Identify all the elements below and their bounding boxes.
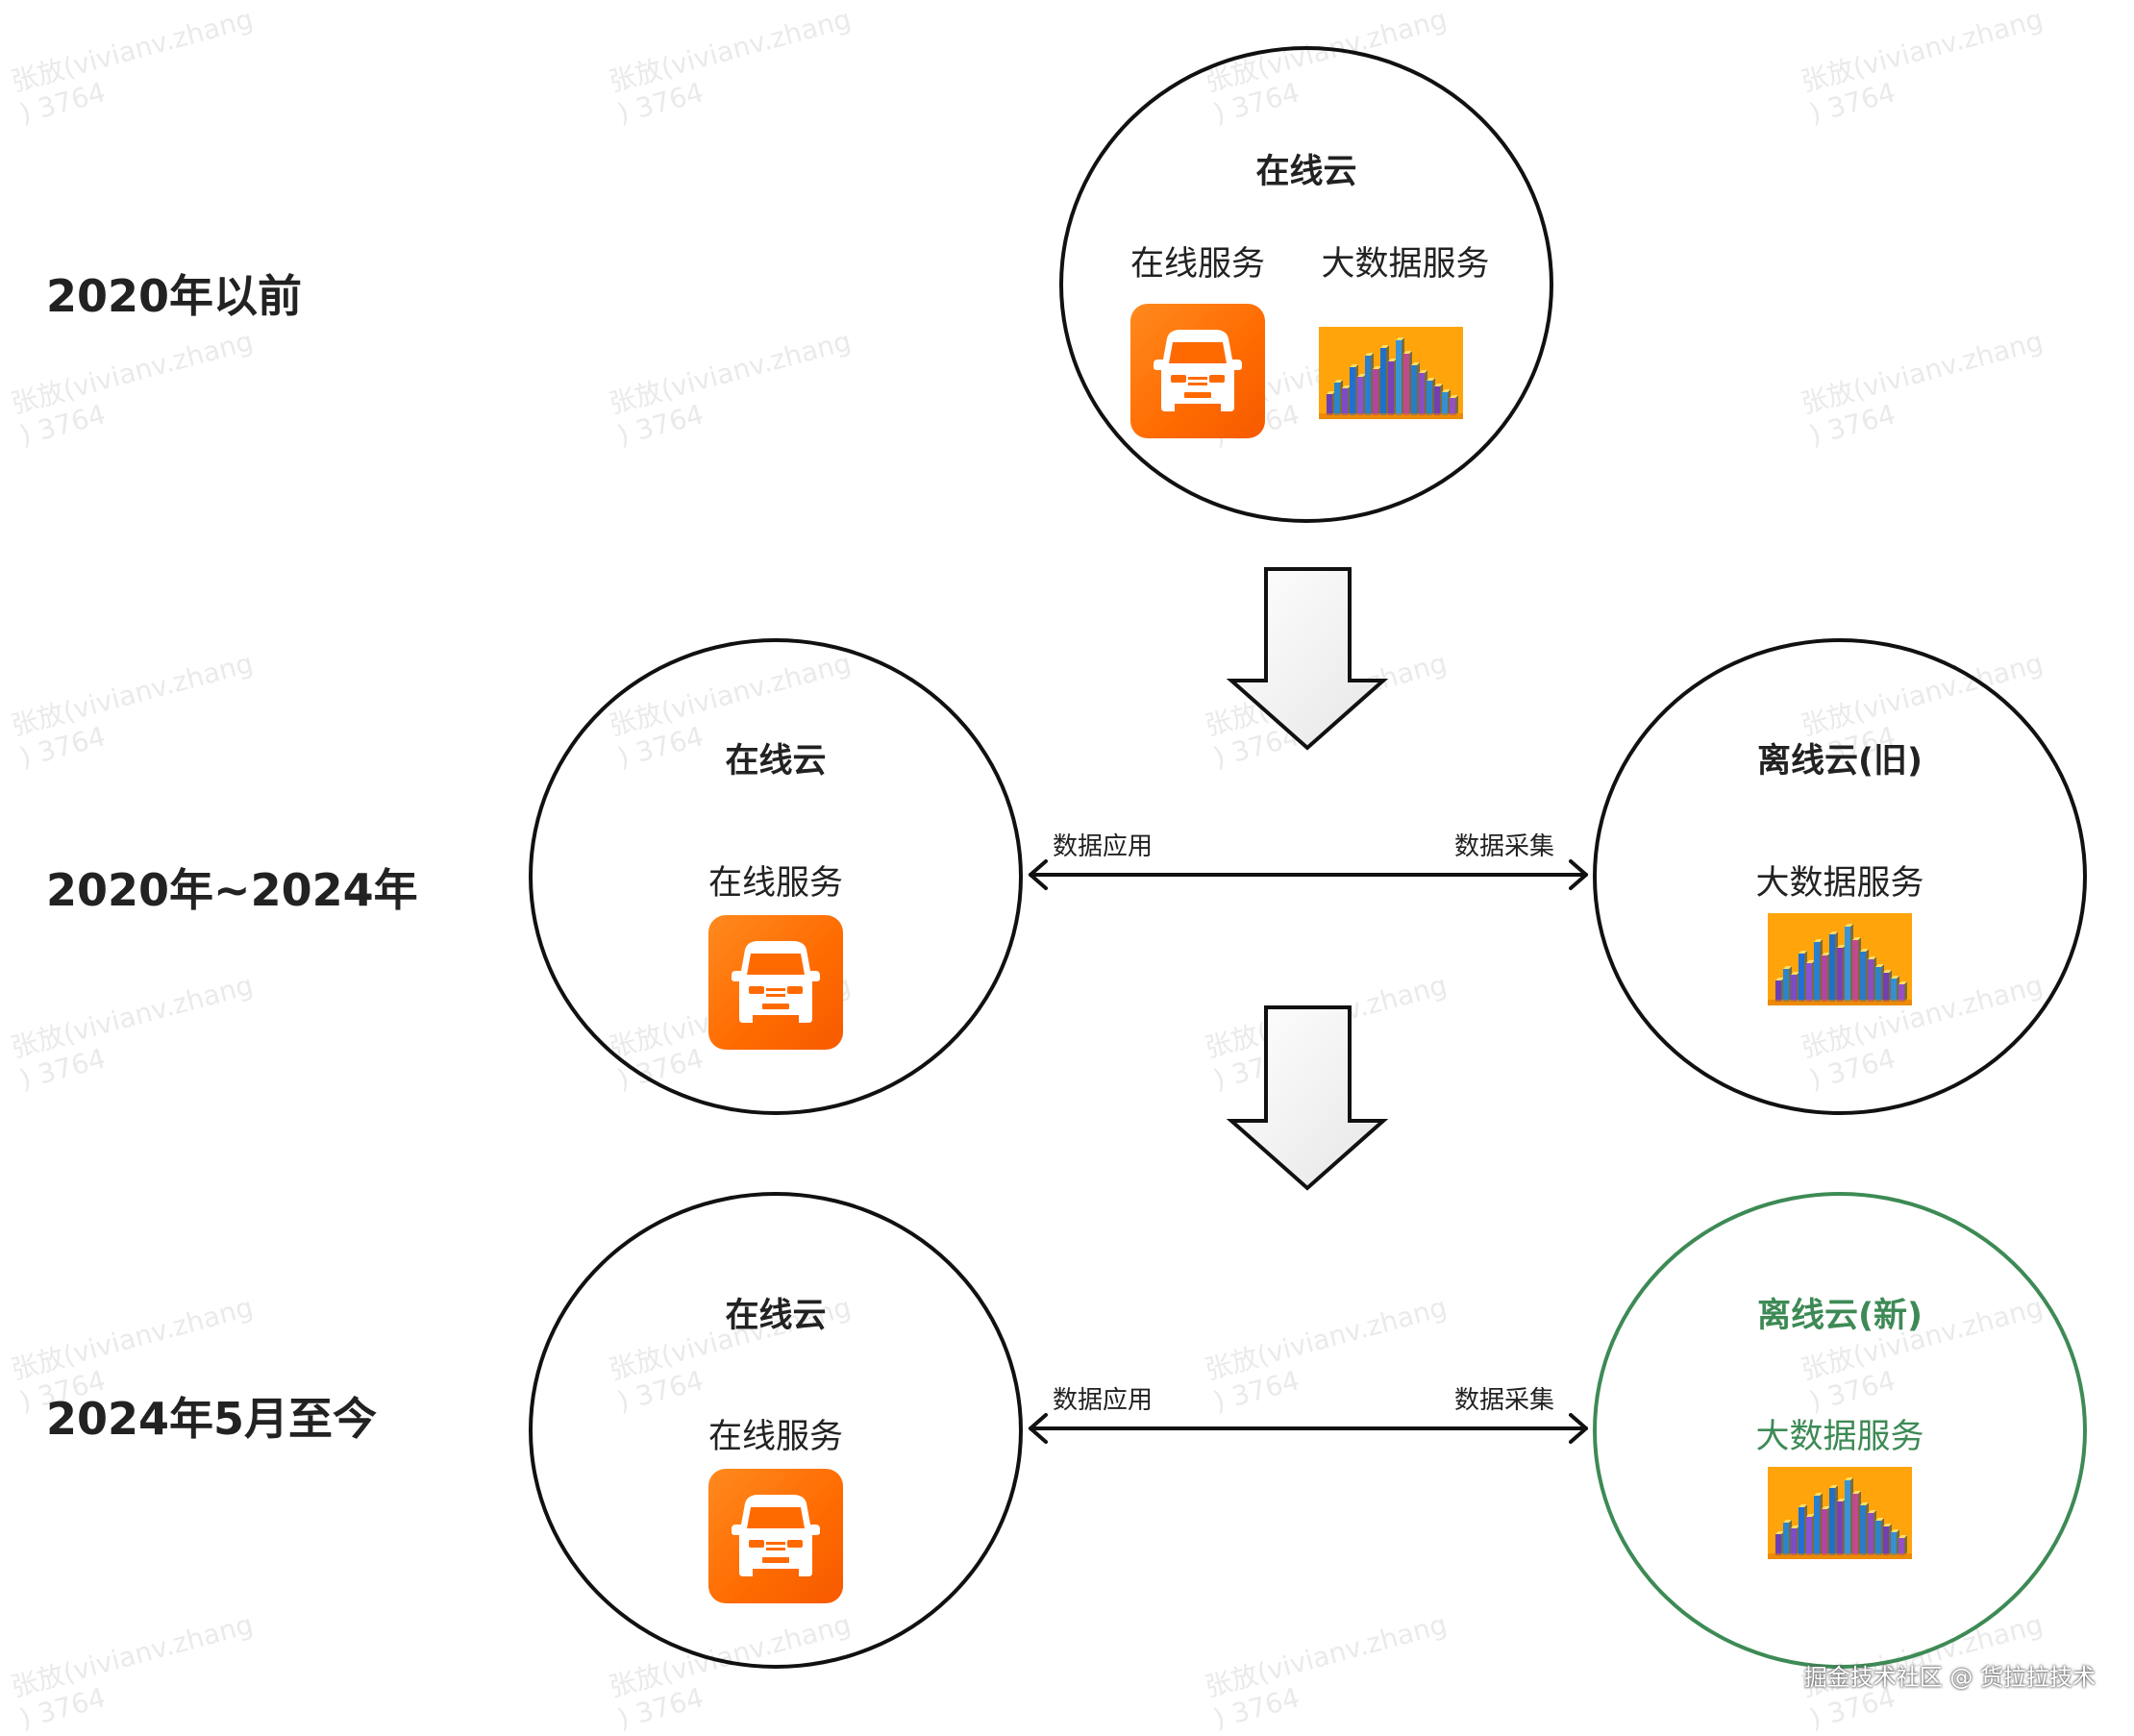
offline-cloud-new-circle bbox=[1593, 1192, 2087, 1669]
online-cloud-title-bot: 在线云 bbox=[725, 1297, 827, 1335]
source-credit: 掘金技术社区 @ 货拉拉技术 bbox=[1803, 1664, 2096, 1691]
era-label-2020-2024: 2020年~2024年 bbox=[46, 864, 418, 916]
data-collection-label-bot: 数据采集 bbox=[1454, 1386, 1555, 1415]
bigdata-service-label-top: 大数据服务 bbox=[1321, 245, 1490, 284]
down-arrow-1 bbox=[1226, 567, 1389, 751]
online-service-label-top: 在线服务 bbox=[1129, 245, 1266, 284]
data-application-label-bot: 数据应用 bbox=[1053, 1386, 1154, 1415]
online-cloud-circle-mid bbox=[529, 638, 1023, 1115]
online-service-label-bot: 在线服务 bbox=[707, 1418, 844, 1456]
truck-icon bbox=[708, 915, 843, 1050]
offline-cloud-old-title: 离线云(旧) bbox=[1757, 742, 1923, 781]
bidirectional-arrow-mid bbox=[1029, 859, 1588, 890]
online-cloud-circle-top bbox=[1059, 46, 1553, 523]
era-label-since-2024: 2024年5月至今 bbox=[46, 1393, 378, 1445]
online-cloud-title-mid: 在线云 bbox=[725, 742, 827, 781]
truck-icon bbox=[708, 1469, 843, 1603]
online-cloud-circle-bot bbox=[529, 1192, 1023, 1669]
bar-chart-icon bbox=[1768, 1467, 1912, 1559]
bigdata-service-label-mid: 大数据服务 bbox=[1755, 864, 1924, 903]
offline-cloud-new-title: 离线云(新) bbox=[1757, 1297, 1923, 1335]
data-application-label-mid: 数据应用 bbox=[1053, 832, 1154, 861]
down-arrow-2 bbox=[1226, 1005, 1389, 1191]
bar-chart-icon bbox=[1768, 913, 1912, 1005]
online-cloud-title-top: 在线云 bbox=[1255, 153, 1357, 191]
bar-chart-icon bbox=[1319, 327, 1463, 419]
era-label-before-2020: 2020年以前 bbox=[46, 270, 303, 322]
offline-cloud-old-circle bbox=[1593, 638, 2087, 1115]
data-collection-label-mid: 数据采集 bbox=[1454, 832, 1555, 861]
truck-icon bbox=[1130, 304, 1265, 438]
bigdata-service-label-bot: 大数据服务 bbox=[1755, 1418, 1924, 1456]
online-service-label-mid: 在线服务 bbox=[707, 864, 844, 903]
bidirectional-arrow-bot bbox=[1029, 1413, 1588, 1444]
